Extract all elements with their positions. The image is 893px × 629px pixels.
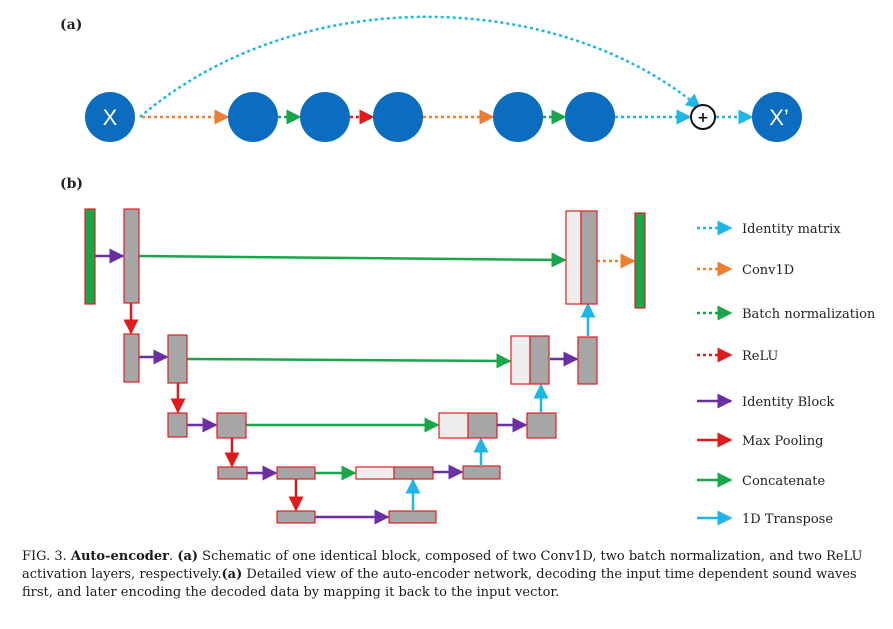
- sum-node: [690, 104, 716, 130]
- layer-node-1: [228, 92, 278, 142]
- encoder-block-3b: [216, 412, 247, 439]
- legend-label-identity-matrix: Identity matrix: [742, 222, 841, 237]
- decoder-concat-4-gray: [393, 466, 434, 480]
- legend-label-concatenate: Concatenate: [742, 474, 825, 489]
- decoder-concat-2-gray: [529, 335, 550, 385]
- decoder-concat-3-gray: [467, 412, 498, 439]
- layer-node-4: [493, 92, 543, 142]
- caption-fig-label: FIG. 3.: [22, 549, 67, 564]
- legend-label-conv1d: Conv1D: [742, 263, 794, 278]
- caption-title-end: .: [169, 549, 174, 564]
- figure-diagram: (a) X + X’ (b): [60, 15, 876, 527]
- layer-node-2: [300, 92, 350, 142]
- decoder-block-4: [462, 465, 501, 480]
- decoder-concat-2-light: [510, 335, 531, 385]
- figure-caption: FIG. 3. Auto-encoder. (a) Schematic of o…: [22, 548, 872, 602]
- legend-label-1d-transpose: 1D Transpose: [742, 512, 833, 527]
- decoder-block-2: [577, 336, 598, 385]
- encoder-block-2b: [167, 334, 188, 384]
- input-vector-block: [84, 208, 96, 305]
- output-vector-block: [634, 212, 646, 309]
- concat-line-1: [138, 252, 567, 268]
- caption-text-b: Detailed view of the auto-encoder networ…: [22, 567, 857, 600]
- encoder-block-3a: [167, 412, 188, 438]
- bottleneck-block-a: [276, 510, 316, 524]
- legend-label-identity-block: Identity Block: [742, 395, 834, 410]
- output-node-label: X’: [769, 105, 789, 130]
- identity-skip-arc: [139, 15, 702, 118]
- panel-a-label: (a): [60, 17, 82, 33]
- caption-part-a: (a): [177, 549, 199, 564]
- decoder-block-3: [526, 412, 557, 439]
- decoder-concat-1-gray: [580, 210, 598, 305]
- layer-node-5: [565, 92, 615, 142]
- caption-title: Auto-encoder: [70, 549, 170, 564]
- encoder-block-1: [123, 208, 140, 304]
- encoder-block-4a: [217, 466, 248, 480]
- caption-text-a: Schematic of one identical block, compos…: [22, 549, 863, 582]
- sum-symbol: +: [697, 110, 709, 126]
- output-node: [752, 92, 802, 142]
- legend: Identity matrix Conv1D Batch normalizati…: [697, 220, 876, 527]
- bottleneck-block-b: [388, 510, 437, 524]
- encoder-block-4b: [276, 466, 316, 480]
- caption-part-b: (a): [221, 567, 243, 582]
- decoder-concat-1-light: [565, 210, 582, 305]
- legend-label-batch-normalization: Batch normalization: [742, 307, 876, 322]
- concat-line-2: [186, 353, 512, 369]
- input-node: [85, 92, 135, 142]
- encoder-block-2a: [123, 333, 140, 383]
- layer-node-3: [373, 92, 423, 142]
- legend-label-relu: ReLU: [742, 349, 778, 364]
- decoder-concat-3-light: [438, 412, 469, 439]
- panel-b-label: (b): [60, 176, 83, 192]
- input-node-label: X: [103, 105, 118, 130]
- legend-label-max-pooling: Max Pooling: [742, 434, 823, 449]
- decoder-concat-4-light: [355, 466, 395, 480]
